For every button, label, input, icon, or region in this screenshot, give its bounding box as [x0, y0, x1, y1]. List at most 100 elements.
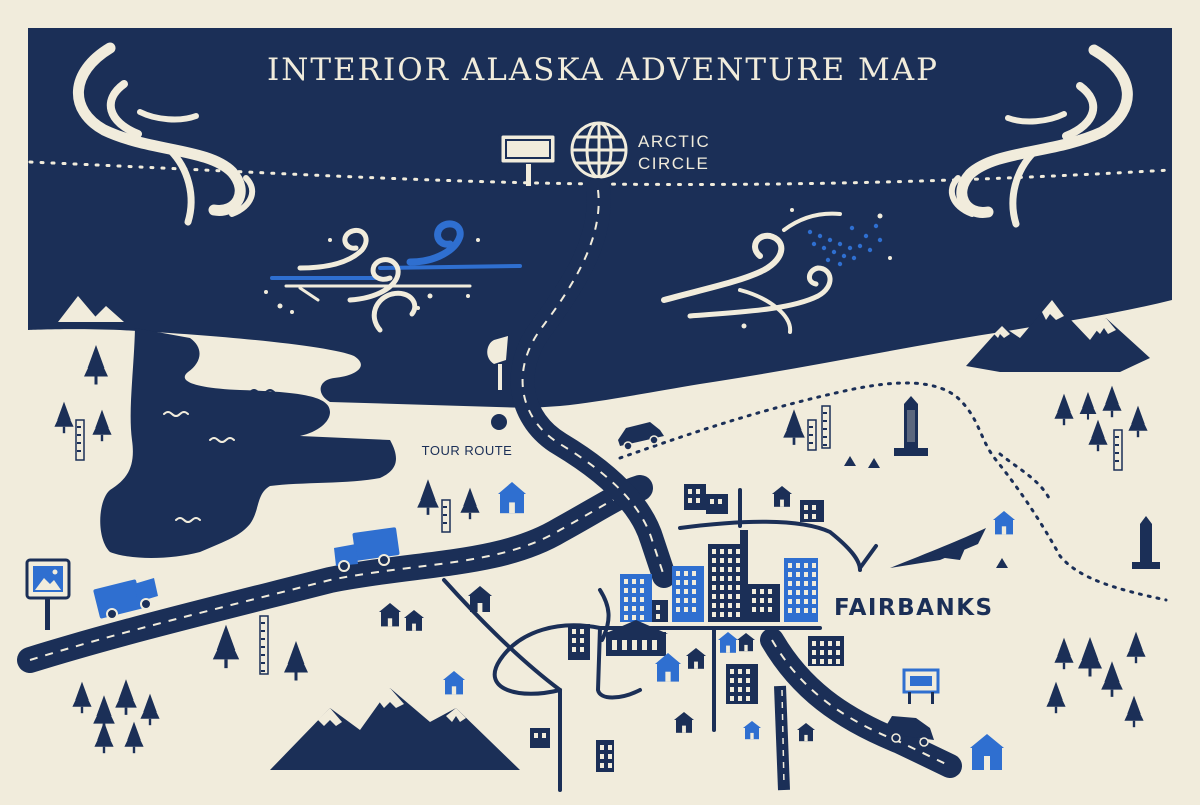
house-icon — [674, 712, 694, 733]
house-icon — [993, 511, 1015, 535]
tent-icon — [868, 458, 880, 468]
snowflake-dots — [264, 238, 480, 314]
pine-tree-icon — [1046, 681, 1066, 714]
arctic-circle-signpost-icon — [498, 132, 558, 186]
building-icon — [530, 728, 550, 748]
tent-icon — [996, 558, 1008, 568]
arctic-circle-label-line2: CIRCLE — [638, 154, 709, 173]
pine-tree-icon — [92, 409, 112, 442]
house-icon — [443, 671, 465, 695]
house-icon — [686, 648, 706, 669]
pine-tree-icon — [140, 693, 160, 726]
mountain-icon — [270, 688, 520, 770]
building-icon — [808, 636, 844, 666]
house-icon — [718, 632, 738, 653]
aurora-swirl-icon — [948, 44, 1133, 228]
truck-icon — [334, 527, 400, 572]
birch-tree-icon — [441, 499, 451, 533]
pine-tree-icon — [783, 409, 805, 445]
highway-road — [17, 475, 653, 673]
map-title: INTERIOR ALASKA ADVENTURE MAP — [267, 52, 939, 88]
pine-tree-icon — [1124, 695, 1144, 728]
east-road — [774, 685, 790, 791]
snowflake-dots — [741, 208, 892, 329]
monument-icon — [1132, 516, 1160, 569]
forest-layer — [54, 345, 1148, 754]
birch-layer — [75, 405, 1123, 675]
house-icon — [498, 482, 526, 514]
lake-wave-icon — [163, 389, 275, 523]
house-icon — [404, 610, 424, 631]
building-icon — [568, 624, 590, 660]
aurora-dot-cluster — [807, 223, 883, 267]
birch-tree-icon — [259, 615, 269, 675]
globe-icon — [570, 121, 628, 179]
house-icon — [737, 633, 755, 652]
pine-tree-icon — [1054, 393, 1074, 426]
building-icon — [684, 484, 706, 510]
pine-tree-icon — [94, 721, 114, 754]
building-icon — [740, 530, 748, 544]
waypoint-dot-icon — [491, 414, 507, 430]
pine-tree-icon — [1101, 661, 1123, 697]
wind-swirl-icon — [661, 211, 842, 334]
arctic-circle-line — [28, 160, 1172, 186]
birch-tree-icon — [1113, 429, 1123, 471]
tent-icon — [844, 456, 856, 466]
house-icon — [468, 586, 492, 612]
house-icon — [797, 723, 815, 742]
pine-tree-icon — [417, 479, 439, 515]
mountain-icon — [966, 300, 1150, 372]
building-icon — [708, 544, 748, 622]
monument-icon — [894, 396, 928, 456]
building-icon — [620, 574, 652, 622]
building-icon — [800, 500, 824, 522]
birch-tree-icon — [75, 419, 85, 461]
building-icon — [784, 558, 818, 622]
pine-tree-icon — [1078, 637, 1102, 677]
church-icon — [970, 734, 1004, 770]
building-icon — [596, 740, 614, 772]
mountain-icon — [58, 296, 124, 322]
birch-tree-icon — [487, 336, 508, 390]
pine-tree-icon — [1054, 637, 1074, 670]
truck-icon — [93, 578, 158, 620]
pine-tree-icon — [1088, 419, 1108, 452]
pine-tree-icon — [54, 401, 74, 434]
pine-tree-icon — [1128, 405, 1148, 438]
house-icon — [772, 486, 792, 507]
pine-tree-icon — [284, 641, 308, 681]
fairbanks-downtown — [530, 484, 844, 772]
picture-sign-icon — [902, 668, 940, 704]
building-icon — [748, 584, 780, 622]
pine-tree-icon — [460, 487, 480, 520]
wind-swirl-icon — [270, 220, 522, 333]
house-icon — [655, 653, 681, 682]
tour-route-trail — [618, 381, 1168, 602]
house-icon — [379, 603, 401, 627]
picture-sign-icon — [25, 558, 71, 630]
car-icon — [886, 716, 934, 747]
dalton-highway-road — [510, 178, 676, 588]
aurora-swirl-icon — [73, 42, 256, 226]
pine-tree-icon — [212, 624, 240, 669]
arctic-circle-label-line1: ARCTIC — [638, 132, 710, 151]
building-icon — [672, 566, 704, 622]
houses-layer — [379, 456, 1015, 742]
building-icon — [652, 600, 668, 622]
pine-tree-icon — [1102, 385, 1122, 418]
pine-tree-icon — [124, 721, 144, 754]
car-icon — [618, 422, 664, 451]
tour-route-label: TOUR ROUTE — [422, 443, 513, 458]
building-icon — [604, 620, 668, 656]
lake — [100, 328, 396, 558]
pine-tree-icon — [84, 345, 108, 385]
south-highway-road — [760, 628, 962, 778]
birch-tree-icon — [807, 419, 817, 451]
town-streets — [442, 488, 878, 792]
building-icon — [706, 494, 728, 514]
city-label-fairbanks: FAIRBANKS — [834, 595, 994, 621]
birch-tree-icon — [821, 405, 831, 449]
